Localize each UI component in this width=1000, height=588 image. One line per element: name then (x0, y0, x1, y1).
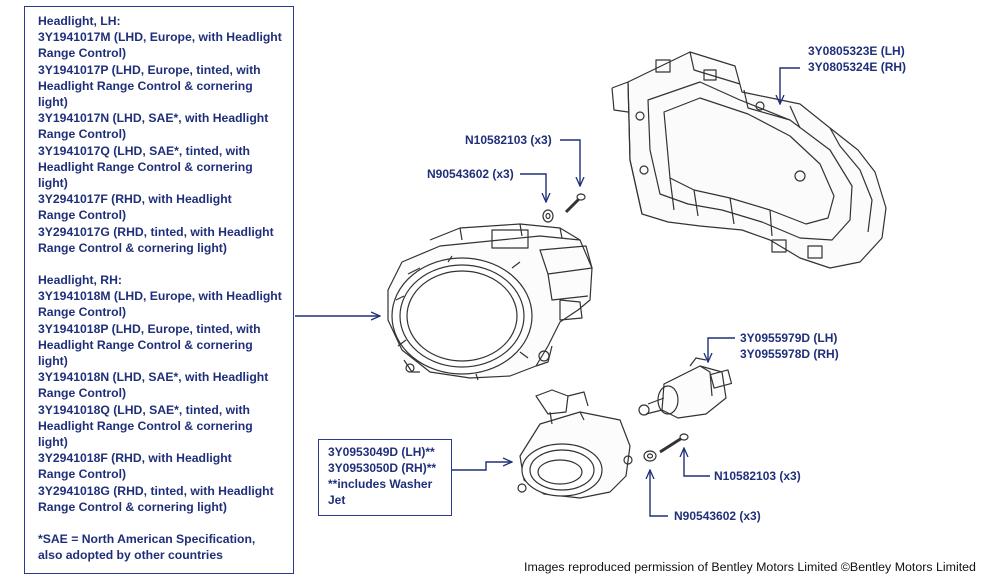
headlight-lh-line: Range Control) (38, 46, 127, 61)
headlight-rh-line: Headlight Range Control & cornering (38, 337, 253, 352)
headlight-rh-line: Range Control) (38, 467, 127, 482)
leader-module (708, 337, 735, 362)
leader-washer-top (520, 173, 546, 202)
washer-bottom-label: N90543602 (x3) (674, 509, 761, 523)
washer-top-label: N90543602 (x3) (427, 167, 514, 181)
headlight-lh-line: Range Control) (38, 208, 127, 223)
headlight-lh-line: 3Y1941017N (LHD, SAE*, with Headlight (38, 111, 269, 126)
headlight-lh-line: Range Control & cornering light) (38, 240, 227, 255)
washer-top-drawing (542, 209, 554, 223)
headlight-rh-list: Headlight, RH:3Y1941018M (LHD, Europe, w… (38, 272, 285, 515)
screw-bottom-label: N10582103 (x3) (714, 469, 801, 483)
headlight-rh-line: Headlight Range Control & cornering (38, 418, 253, 433)
leader-bracket (780, 67, 800, 104)
headlight-lh-line: Headlight, LH: (38, 14, 121, 28)
screw-top-drawing (564, 193, 586, 214)
headlight-rh-line: 3Y1941018M (LHD, Europe, with Headlight (38, 289, 282, 304)
screw-bottom-drawing (659, 433, 689, 454)
leader-foglamp (452, 462, 512, 471)
headlight-lh-line: 3Y2941017F (RHD, with Headlight (38, 192, 232, 207)
headlight-lh-line: Headlight Range Control & cornering (38, 159, 253, 174)
headlight-rh-line: 3Y1941018P (LHD, Europe, tinted, with (38, 321, 261, 336)
copyright-credit: Images reproduced permission of Bentley … (524, 560, 976, 574)
headlight-rh-line: Headlight, RH: (38, 273, 122, 288)
module-label-lh: 3Y0955979D (LH) (740, 331, 838, 345)
bracket-label-rh: 3Y0805324E (RH) (808, 60, 907, 74)
headlight-drawing (387, 223, 593, 381)
foglamp-line: 3Y0953050D (RH)** (328, 461, 437, 475)
headlight-rh-line: Range Control & cornering light) (38, 499, 227, 514)
headlight-parts-panel: Headlight, LH: 3Y1941017M (LHD, Europe, w… (24, 6, 294, 574)
headlight-rh-line: Range Control) (38, 386, 127, 401)
headlight-rh-line: 3Y2941018G (RHD, tinted, with Headlight (38, 483, 274, 498)
headlight-rh-line: light) (38, 354, 68, 369)
foglamp-line: 3Y0953049D (LH)** (328, 445, 435, 459)
headlight-lh-line: light) (38, 95, 68, 110)
mounting-bracket-drawing (611, 51, 887, 269)
headlight-lh-line: 3Y1941017M (LHD, Europe, with Headlight (38, 30, 282, 45)
washer-bottom-drawing (643, 450, 657, 462)
leader-washer-bottom (650, 470, 668, 517)
sae-note-line: also adopted by other countries (38, 548, 223, 563)
screw-top-label: N10582103 (x3) (465, 133, 552, 147)
foglamp-label-box: 3Y0953049D (LH)** 3Y0953050D (RH)** **in… (318, 439, 452, 516)
headlight-rh-line: Range Control) (38, 305, 127, 320)
foglamp-line: Jet (328, 493, 346, 507)
sae-note: *SAE = North American Specification,also… (38, 531, 285, 563)
headlight-rh-line: 3Y1941018Q (LHD, SAE*, tinted, with (38, 402, 250, 417)
headlight-lh-list: Headlight, LH: 3Y1941017M (LHD, Europe, w… (38, 13, 285, 256)
foglamp-drawing (517, 389, 633, 499)
headlight-lh-line: light) (38, 176, 68, 191)
headlight-lh-line: 3Y1941017Q (LHD, SAE*, tinted, with (38, 143, 250, 158)
module-label-rh: 3Y0955978D (RH) (740, 347, 839, 361)
bracket-label-lh: 3Y0805323E (LH) (808, 44, 905, 58)
headlight-lh-line: 3Y2941017G (RHD, tinted, with Headlight (38, 224, 274, 239)
headlight-lh-line: Headlight Range Control & cornering (38, 78, 253, 93)
headlight-rh-line: 3Y2941018F (RHD, with Headlight (38, 451, 232, 466)
leader-screw-top (560, 139, 580, 186)
foglamp-line: **includes Washer (328, 477, 433, 491)
headlight-rh-line: 3Y1941018N (LHD, SAE*, with Headlight (38, 370, 269, 385)
headlight-rh-line: light) (38, 435, 68, 450)
headlight-lh-line: 3Y1941017P (LHD, Europe, tinted, with (38, 62, 261, 77)
cornering-module-drawing (638, 357, 733, 419)
sae-note-line: *SAE = North American Specification, (38, 532, 256, 547)
headlight-lh-line: Range Control) (38, 127, 127, 142)
leader-screw-bottom (684, 448, 710, 477)
